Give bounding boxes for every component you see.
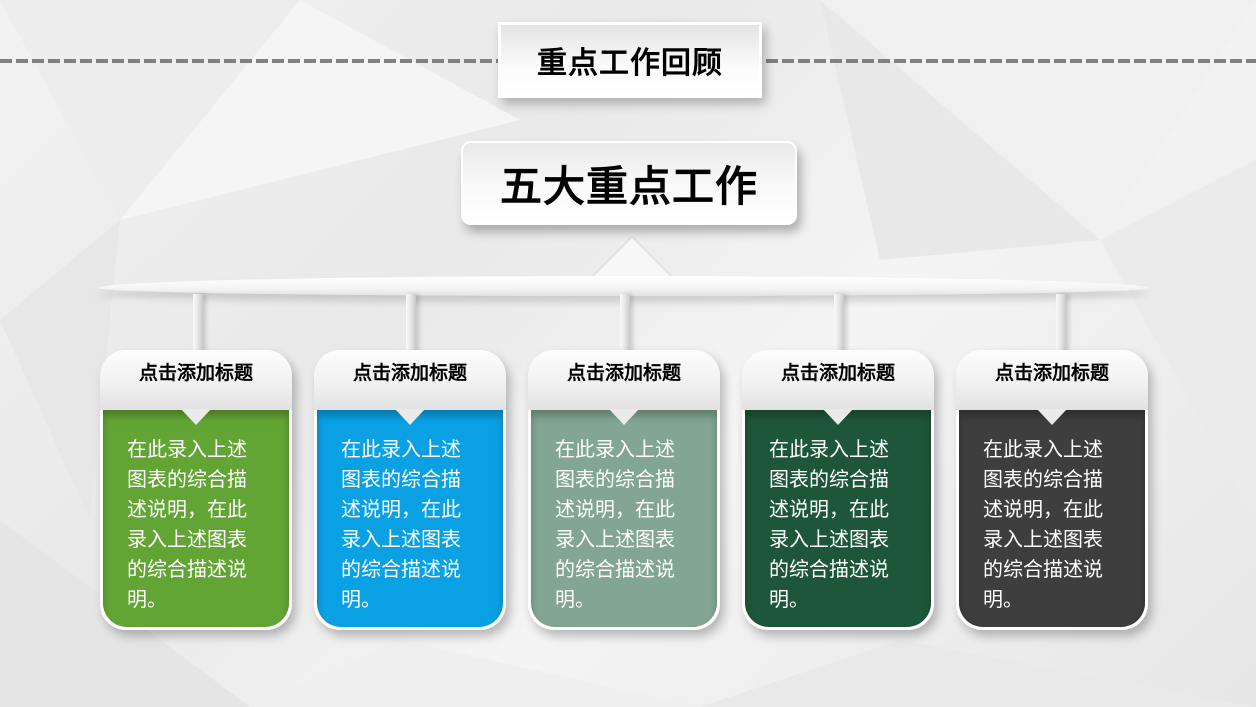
card-body: 在此录入上述图表的综合描述说明，在此录入上述图表的综合描述说明。	[531, 409, 717, 627]
connector-3	[620, 294, 630, 356]
card-description[interactable]: 在此录入上述图表的综合描述说明，在此录入上述图表的综合描述说明。	[341, 437, 461, 611]
card-body: 在此录入上述图表的综合描述说明，在此录入上述图表的综合描述说明。	[317, 409, 503, 627]
card-description[interactable]: 在此录入上述图表的综合描述说明，在此录入上述图表的综合描述说明。	[555, 437, 675, 611]
section-title-box: 重点工作回顾	[498, 22, 762, 98]
connector-1	[193, 294, 203, 356]
divider-dashed-right	[766, 59, 1256, 63]
card-description[interactable]: 在此录入上述图表的综合描述说明，在此录入上述图表的综合描述说明。	[983, 437, 1103, 611]
card-title[interactable]: 点击添加标题	[352, 362, 467, 384]
title-pointer-triangle	[592, 238, 672, 278]
card-header: 点击添加标题	[956, 350, 1148, 410]
card-title[interactable]: 点击添加标题	[994, 362, 1109, 384]
card-header: 点击添加标题	[528, 350, 720, 410]
card-header: 点击添加标题	[314, 350, 506, 410]
card-body: 在此录入上述图表的综合描述说明，在此录入上述图表的综合描述说明。	[959, 409, 1145, 627]
card-body: 在此录入上述图表的综合描述说明，在此录入上述图表的综合描述说明。	[103, 409, 289, 627]
card-description[interactable]: 在此录入上述图表的综合描述说明，在此录入上述图表的综合描述说明。	[769, 437, 889, 611]
connector-5	[1056, 294, 1066, 356]
card-title[interactable]: 点击添加标题	[138, 362, 253, 384]
divider-dashed-left	[0, 59, 498, 63]
connector-4	[834, 294, 844, 356]
card-title[interactable]: 点击添加标题	[566, 362, 681, 384]
card-header: 点击添加标题	[742, 350, 934, 410]
card-body: 在此录入上述图表的综合描述说明，在此录入上述图表的综合描述说明。	[745, 409, 931, 627]
card-description[interactable]: 在此录入上述图表的综合描述说明，在此录入上述图表的综合描述说明。	[127, 437, 247, 611]
card-header: 点击添加标题	[100, 350, 292, 410]
connector-2	[406, 294, 416, 356]
card-title[interactable]: 点击添加标题	[780, 362, 895, 384]
horizontal-branch-bar	[98, 276, 1148, 296]
section-title: 重点工作回顾	[537, 46, 723, 81]
main-title-box[interactable]: 五大重点工作	[461, 141, 797, 225]
work-card-2[interactable]: 点击添加标题 在此录入上述图表的综合描述说明，在此录入上述图表的综合描述说明。	[314, 350, 506, 630]
main-title: 五大重点工作	[499, 161, 758, 211]
work-card-4[interactable]: 点击添加标题 在此录入上述图表的综合描述说明，在此录入上述图表的综合描述说明。	[742, 350, 934, 630]
work-card-1[interactable]: 点击添加标题 在此录入上述图表的综合描述说明，在此录入上述图表的综合描述说明。	[100, 350, 292, 630]
work-card-5[interactable]: 点击添加标题 在此录入上述图表的综合描述说明，在此录入上述图表的综合描述说明。	[956, 350, 1148, 630]
work-card-3[interactable]: 点击添加标题 在此录入上述图表的综合描述说明，在此录入上述图表的综合描述说明。	[528, 350, 720, 630]
